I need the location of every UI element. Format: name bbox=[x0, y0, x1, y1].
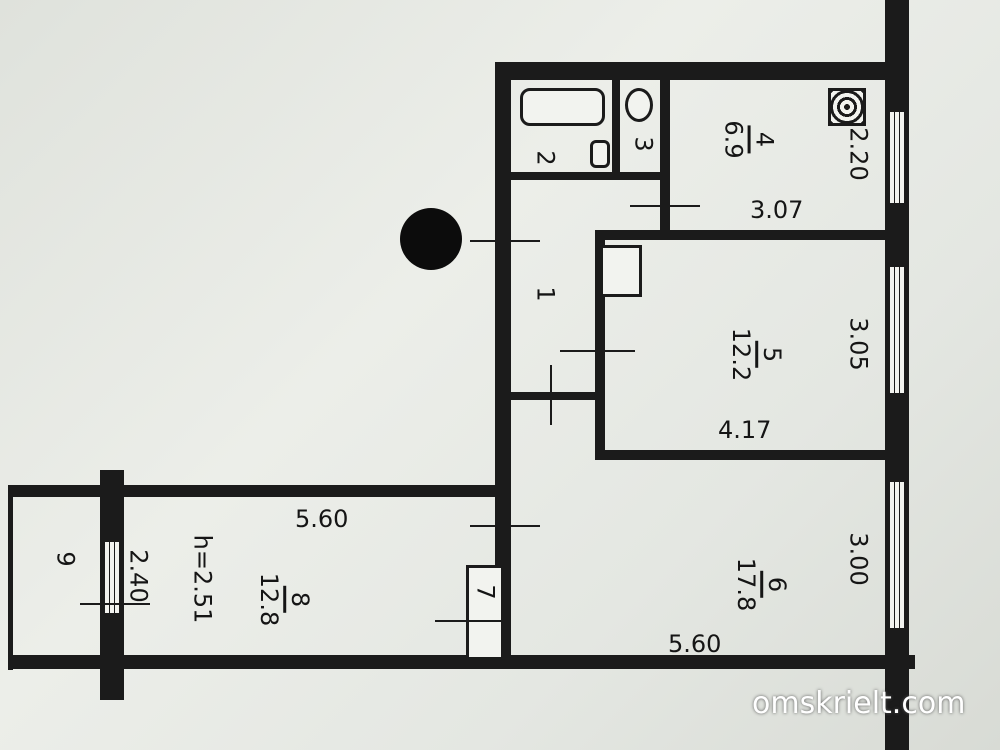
stove-icon bbox=[828, 88, 866, 126]
room-1-number: 1 bbox=[531, 286, 560, 302]
room-number: 4 bbox=[747, 125, 779, 154]
dim-room8-length: 5.60 bbox=[295, 505, 349, 533]
window bbox=[888, 110, 906, 205]
bath-bottom-wall bbox=[511, 172, 666, 180]
bathtub-icon bbox=[520, 88, 605, 126]
bottom-wall bbox=[10, 655, 915, 669]
balcony-door bbox=[103, 540, 121, 615]
toilet-icon bbox=[625, 88, 653, 122]
room-number: 5 bbox=[755, 340, 787, 369]
door-mark bbox=[630, 205, 700, 207]
room5-left-wall bbox=[595, 230, 605, 460]
ceiling-height: h=2.51 bbox=[188, 534, 217, 624]
door-mark bbox=[80, 603, 150, 605]
door-mark bbox=[470, 525, 540, 527]
dim-kitchen-width: 2.20 bbox=[844, 127, 873, 181]
room-3-number: 3 bbox=[629, 136, 658, 152]
closet-7 bbox=[466, 565, 504, 660]
room-7-number: 7 bbox=[471, 584, 500, 600]
dim-room5-length: 4.17 bbox=[718, 416, 772, 444]
room-9-number: 9 bbox=[51, 551, 80, 567]
room8-top-wall bbox=[10, 485, 505, 497]
door-mark bbox=[550, 365, 552, 425]
door-mark bbox=[435, 620, 505, 622]
room-area: 12.2 bbox=[727, 327, 756, 382]
room-2-number: 2 bbox=[531, 150, 560, 166]
door-mark bbox=[470, 240, 540, 242]
watermark: omskrielt.com bbox=[752, 686, 966, 721]
hall-partition bbox=[511, 392, 601, 400]
room-area: 6.9 bbox=[719, 120, 748, 159]
dim-room5-width: 3.05 bbox=[844, 317, 873, 371]
black-dot-marker bbox=[400, 208, 462, 270]
dim-room6-width: 3.00 bbox=[844, 532, 873, 586]
top-wall bbox=[495, 62, 895, 80]
sink-icon bbox=[590, 140, 610, 168]
hall-left-wall bbox=[495, 62, 511, 667]
room-area: 12.8 bbox=[255, 572, 284, 627]
room-number: 8 bbox=[283, 585, 315, 614]
kitchen-left-wall bbox=[660, 75, 670, 235]
bath-toilet-wall bbox=[612, 75, 620, 180]
door-mark bbox=[560, 350, 635, 352]
dim-kitchen-length: 3.07 bbox=[750, 196, 804, 224]
dim-room6-length: 5.60 bbox=[668, 630, 722, 658]
window bbox=[888, 480, 906, 630]
room-number: 6 bbox=[760, 570, 792, 599]
room-area: 17.8 bbox=[732, 557, 761, 612]
closet-1 bbox=[600, 245, 642, 297]
room5-bottom-wall bbox=[595, 450, 890, 460]
room5-top-wall bbox=[595, 230, 890, 240]
window bbox=[888, 265, 906, 395]
balcony-edge bbox=[8, 485, 13, 670]
dim-balcony-width: 2.40 bbox=[124, 549, 153, 603]
